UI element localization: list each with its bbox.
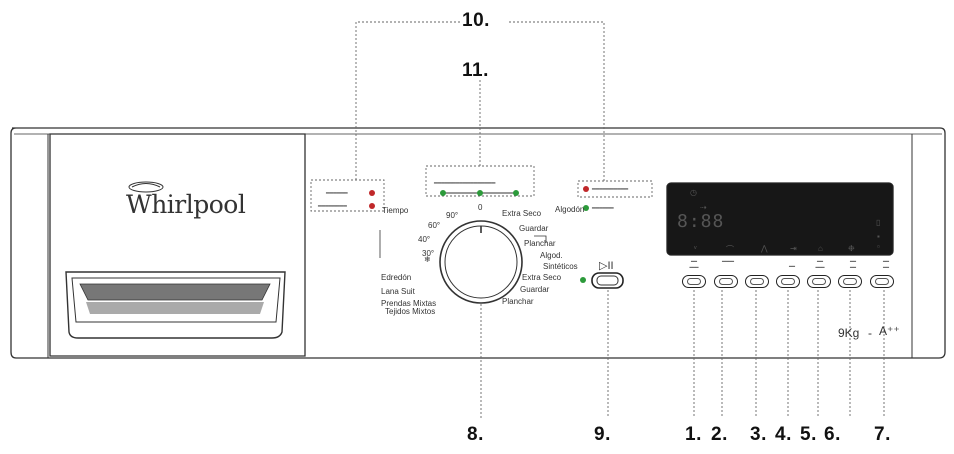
dial-label-tejidos-mixtos: Tejidos Mixtos [385, 307, 436, 316]
callout-7: 7. [874, 424, 891, 445]
option-button-5[interactable] [807, 275, 831, 288]
callout-6: 6. [824, 424, 841, 445]
option-button-3[interactable] [745, 275, 769, 288]
dial-label-zero: 0 [478, 203, 483, 212]
led-label-2: ━━━━━━━━ [318, 204, 347, 210]
dial-label-60: 60° [428, 221, 441, 230]
option-button-2[interactable] [714, 275, 738, 288]
callout-10: 10. [462, 10, 490, 31]
option-label-1: ━━━━━ [689, 259, 699, 271]
display-indicator-2: ▪ [877, 232, 880, 241]
display-icon-f: ❉ [848, 244, 855, 253]
led-green-10 [583, 205, 589, 211]
led-red-10 [583, 186, 589, 192]
display-indicator-3: ▫ [877, 242, 880, 251]
start-pause-symbol: ▷II [599, 260, 614, 272]
led-green-start [580, 277, 586, 283]
display-icon-e: ⌂ [818, 244, 823, 253]
dial-label-edredon: Edredón [381, 273, 412, 282]
led-10-label: ━━━━━━━━━━ [592, 187, 629, 193]
callout-11: 11. [462, 60, 489, 81]
led-11-label: ━━━━━━━━━━━━━━━━━ [434, 181, 496, 187]
dial-label-planchar-1: Planchar [524, 239, 556, 248]
callout-4: 4. [775, 424, 792, 445]
dial-label-planchar-2: Planchar [502, 297, 534, 306]
callout-9: 9. [594, 424, 611, 445]
program-dial-knob[interactable] [445, 226, 517, 298]
led-green-11c [513, 190, 519, 196]
dial-label-sinteticos: Sintéticos [543, 262, 578, 271]
dial-label-90: 90° [446, 211, 459, 220]
dial-label-cold: ❄ [424, 255, 431, 264]
dial-label-40: 40° [418, 235, 431, 244]
option-button-1[interactable] [682, 275, 706, 288]
option-label-5: ━━━━━ [815, 259, 825, 271]
display-icon-b: ⌒ [726, 245, 734, 254]
display-indicator-1: ▯ [876, 218, 881, 227]
led-10b-label: ━━━━━━ [592, 206, 614, 212]
dial-label-guardar-2: Guardar [520, 285, 550, 294]
dial-label-algodon: Algodón [555, 205, 585, 214]
program-dial [439, 220, 523, 304]
option-label-2: ━━━━ [721, 259, 735, 265]
dial-label-extra-seco-2: Extra Seco [522, 273, 562, 282]
option-button-6[interactable] [838, 275, 862, 288]
display-digits: 8:88 [677, 211, 725, 232]
callout-8: 8. [467, 424, 484, 445]
spec-separator: - [868, 326, 872, 340]
brand-logo-text: Whirlpool [126, 190, 246, 219]
detergent-drawer [49, 133, 306, 357]
callout-1: 1. [685, 424, 702, 445]
option-label-7: ━━━━ [882, 259, 890, 271]
callout-3: 3. [750, 424, 767, 445]
clock-icon: ◷ [690, 188, 697, 197]
lcd-display [666, 182, 894, 256]
capacity-label: 9Kg [838, 326, 860, 340]
display-icon-a: ᵛ [694, 244, 697, 253]
dial-label-tiempo: Tiempo [382, 206, 409, 215]
display-icon-c: ⋀ [761, 244, 768, 253]
dial-label-lana-suit: Lana Suit [381, 287, 415, 296]
led-green-11a [440, 190, 446, 196]
display-icon-d: ⇥ [790, 244, 797, 253]
arrow-icon: ⇢ [700, 203, 707, 212]
whirlpool-logo-mark [128, 181, 164, 193]
drawer-handle [65, 271, 286, 339]
option-label-4: ━━ [788, 264, 796, 270]
dial-label-guardar-1: Guardar [519, 224, 549, 233]
start-pause-outline [591, 272, 624, 289]
option-button-7[interactable] [870, 275, 894, 288]
panel-outline [10, 127, 946, 359]
callout-5: 5. [800, 424, 817, 445]
dial-label-extra-seco-1: Extra Seco [502, 209, 542, 218]
option-button-4[interactable] [776, 275, 800, 288]
led-label-1: ━━━━━━ [326, 191, 348, 197]
energy-class-label: A⁺⁺ [879, 324, 900, 338]
option-label-6: ━━━━ [849, 259, 857, 271]
led-red-1 [369, 190, 375, 196]
led-red-2 [369, 203, 375, 209]
led-green-11b [477, 190, 483, 196]
callout-2: 2. [711, 424, 728, 445]
dial-label-algod: Algod. [540, 251, 563, 260]
start-pause-button[interactable] [592, 273, 623, 288]
dial-label-prendas-mixtas: Prendas Mixtas [381, 299, 437, 308]
dial-label-30: 30° [422, 249, 435, 258]
